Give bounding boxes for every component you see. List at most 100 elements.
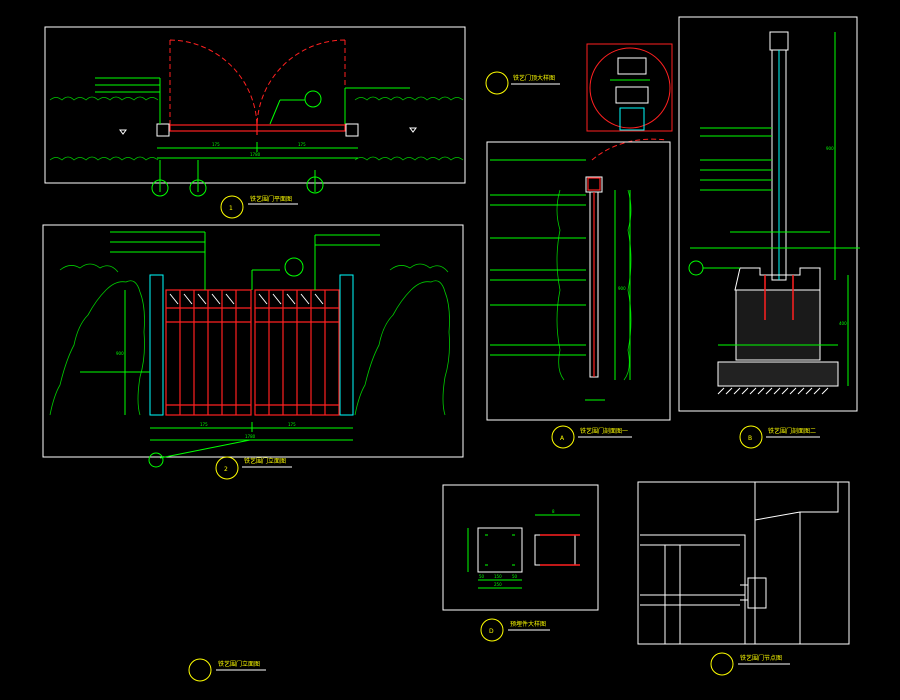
right-door-swing: [256, 39, 346, 128]
section-b-dim-base: 400: [839, 321, 847, 326]
left-shrubs: [49, 280, 145, 416]
top-detail-panel: 铁艺门顶大样图: [485, 43, 673, 161]
section-b-title-number: B: [748, 435, 752, 442]
left-tree-tops: [59, 263, 119, 273]
height-dim: 900: [116, 351, 124, 356]
elevation-dim-left: 175: [200, 422, 208, 427]
gate-leaves-elevation: [165, 289, 340, 416]
perspective-title-text: 铁艺围门节点图: [740, 654, 782, 662]
grid-marker: [151, 179, 169, 197]
gate-bars: [179, 290, 326, 415]
left-post-elevation: [149, 274, 164, 416]
level-mark: [409, 127, 417, 133]
perspective-bars: [664, 545, 681, 644]
section-b-gravel-bed: [717, 361, 839, 387]
right-shrubs: [354, 280, 450, 416]
elevation-title-text: 铁艺围门立面图: [244, 457, 286, 465]
section-a-frame: [486, 141, 671, 421]
section-b-panel: 900 400 B 铁艺围门剖面图二: [678, 16, 860, 449]
section-b-title-text: 铁艺围门剖面图二: [768, 427, 816, 435]
embed-plate-title-text: 预埋件大样图: [510, 620, 546, 628]
embed-plate-panel: 50 150 50 250 8 D 预埋件大样图: [442, 484, 599, 642]
right-hedge-top: [354, 96, 464, 101]
leader-line: [269, 99, 281, 125]
perspective-title-bubble: [710, 652, 734, 676]
section-b-dim-height: 900: [826, 146, 834, 151]
detail-mid-block: [615, 86, 649, 104]
plan-dim-total: 1780: [250, 152, 261, 157]
perspective-frame: [637, 481, 850, 645]
embed-plate-frame: [442, 484, 599, 611]
plan-view-panel: 175 175 1780 1 铁艺围门平面图: [44, 26, 466, 219]
detail-circle: [589, 47, 671, 129]
left-door-swing: [169, 39, 258, 128]
bottom-left-title-text: 铁艺围门立面图: [218, 660, 260, 668]
elevation-title-number: 2: [224, 466, 228, 473]
section-a-title-bubble: [551, 425, 575, 449]
section-a-cap-detail: [587, 177, 601, 191]
top-detail-bubble: [485, 71, 509, 95]
right-hedge-bottom: [354, 156, 464, 161]
left-post-plan: [156, 123, 170, 137]
plan-title-bubble: [220, 195, 244, 219]
embed-plate-title-bubble: [480, 618, 504, 642]
grid-marker: [189, 179, 207, 197]
plate-dim-w2: 150: [494, 574, 502, 579]
plan-dim-left: 175: [212, 142, 220, 147]
section-b-title-bubble: [739, 425, 763, 449]
section-a-title-text: 铁艺围门剖面图一: [580, 427, 628, 435]
embed-plate-title-number: D: [489, 628, 494, 635]
leader-line: [159, 439, 251, 459]
perspective-panel: 铁艺围门节点图: [637, 481, 850, 676]
section-b-soil-hatch: [717, 387, 829, 395]
left-hedge-top: [49, 96, 159, 101]
section-a-panel: 900 A 铁艺围门剖面图一: [486, 141, 671, 449]
elevation-dim-total: 1780: [245, 434, 256, 439]
level-mark: [119, 129, 127, 135]
perspective-post: [754, 482, 839, 644]
callout-bubble: [688, 260, 704, 276]
plan-view-frame: [44, 26, 466, 184]
callout-bubble: [284, 257, 304, 277]
perspective-hinge: [747, 577, 767, 609]
section-a-title-number: A: [560, 435, 565, 442]
section-b-footing: [735, 289, 821, 361]
bottom-left-title: 铁艺围门立面图: [188, 658, 266, 682]
grid-marker: [306, 176, 324, 194]
callout-bubble: [148, 452, 164, 468]
embed-plate-square: [477, 527, 523, 573]
top-panel-hatch: [169, 293, 324, 305]
elevation-view-panel: 900 175 175 1780 2 铁艺围门立面图: [42, 224, 464, 480]
right-post-plan: [345, 123, 359, 137]
section-b-anchor-bars: [764, 275, 794, 320]
plate-dim-w1: 50: [479, 574, 485, 579]
section-a-hedge-left: [556, 189, 565, 381]
bolt-marks: [485, 534, 515, 566]
section-b-cap: [769, 31, 789, 51]
top-detail-title: 铁艺门顶大样图: [513, 74, 555, 82]
callout-bubble: [304, 90, 322, 108]
perspective-gate: [640, 534, 746, 644]
detail-top-cap: [617, 57, 647, 75]
detail-post: [619, 107, 645, 131]
plate-side-view: [534, 534, 576, 566]
section-b-footing-cap: [734, 267, 821, 291]
plate-dim-total: 250: [494, 582, 502, 587]
bottom-left-title-bubble: [188, 658, 212, 682]
plate-anchor-rods: [540, 534, 580, 566]
plan-title-text: 铁艺围门平面图: [250, 195, 292, 203]
perspective-hinge-pins: [740, 584, 748, 601]
right-tree-tops: [389, 263, 449, 273]
section-b-frame: [678, 16, 858, 412]
left-hedge-bottom: [49, 156, 159, 161]
plate-dim-w3: 50: [512, 574, 518, 579]
plan-title-number: 1: [229, 205, 233, 212]
detail-frame: [586, 43, 673, 132]
section-a-dim-height: 900: [618, 286, 626, 291]
elevation-title-bubble: [215, 456, 239, 480]
plate-dim-depth: 8: [552, 509, 555, 514]
elevation-dim-right: 175: [288, 422, 296, 427]
plan-dim-right: 175: [298, 142, 306, 147]
elevation-view-frame: [42, 224, 464, 458]
